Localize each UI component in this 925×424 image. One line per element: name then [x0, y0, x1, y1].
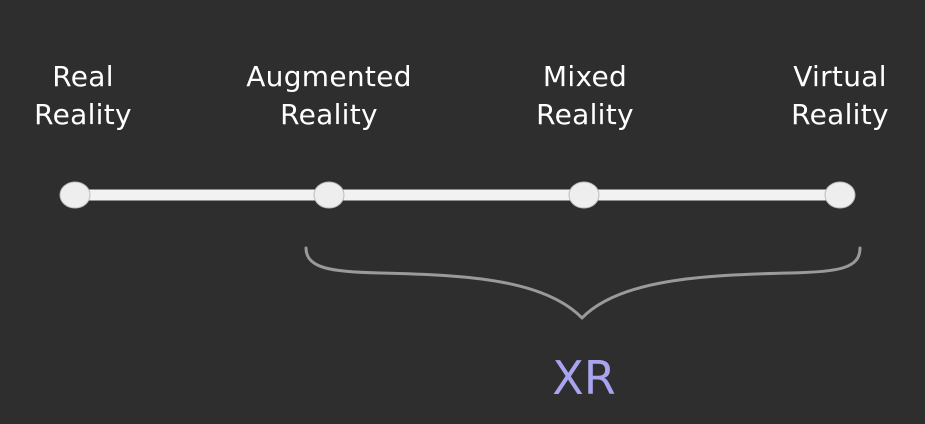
node-real: [59, 181, 91, 209]
stage-label-line: Reality: [34, 98, 132, 131]
stage-label-line: Augmented: [246, 60, 412, 93]
stage-label-line: Virtual: [793, 60, 887, 93]
node-virtual: [824, 181, 856, 209]
stage-label-mixed: Mixed Reality: [485, 58, 685, 134]
node-mixed: [568, 181, 600, 209]
stage-label-line: Mixed: [542, 60, 628, 93]
stage-label-line: Real: [52, 60, 114, 93]
stage-label-line: Reality: [536, 98, 634, 131]
xr-label: XR: [552, 351, 616, 405]
stage-label-augmented: Augmented Reality: [229, 58, 429, 134]
stage-label-real: Real Reality: [0, 58, 183, 134]
stage-label-line: Reality: [791, 98, 889, 131]
node-augmented: [313, 181, 345, 209]
stage-label-line: Reality: [280, 98, 378, 131]
xr-brace: [304, 246, 862, 320]
stage-label-virtual: Virtual Reality: [740, 58, 925, 134]
